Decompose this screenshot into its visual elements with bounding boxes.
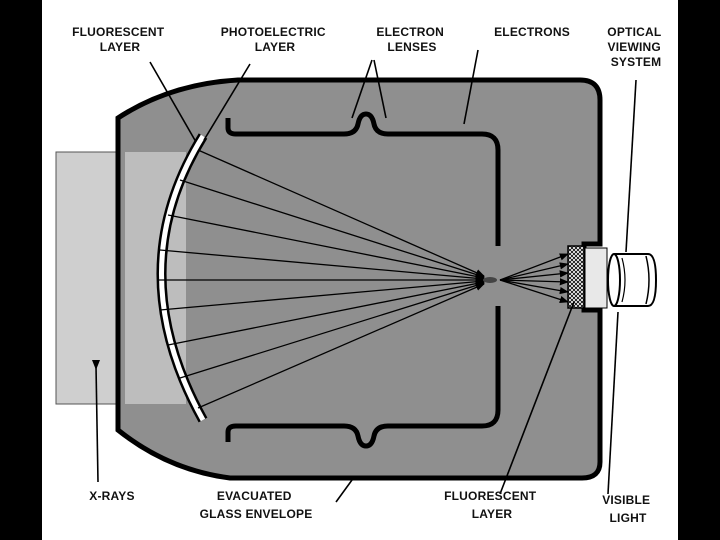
- fluorescent-layer-curve: [159, 134, 206, 422]
- output-fluorescent-screen: [567, 245, 585, 309]
- electron-paths: [158, 149, 485, 409]
- label-evacuated-glass-envelope: EVACUATED GLASS ENVELOPE: [200, 489, 313, 521]
- optical-viewing-lens: [607, 253, 658, 307]
- label-x-rays: X-RAYS: [89, 489, 134, 503]
- electron-lens-upper: [225, 111, 501, 246]
- label-fluorescent-layer-bottom: FLUORESCENT LAYER: [444, 489, 540, 521]
- label-fluorescent-layer-top: FLUORESCENT LAYER: [72, 25, 168, 54]
- label-photoelectric-layer: PHOTOELECTRIC LAYER: [221, 25, 330, 54]
- label-electrons: ELECTRONS: [494, 25, 570, 39]
- optical-viewing-window: [584, 247, 608, 309]
- electron-paths-diverging: [499, 253, 569, 303]
- label-visible-light: VISIBLE LIGHT: [602, 493, 654, 525]
- crossover-point: [483, 277, 497, 283]
- label-optical-viewing-system: OPTICAL VIEWING SYSTEM: [607, 25, 664, 69]
- glass-envelope: [115, 77, 603, 481]
- electron-lens-lower: [225, 306, 501, 449]
- leader-lines: [95, 49, 637, 503]
- xray-arrowhead: [92, 360, 100, 370]
- label-electron-lenses: ELECTRON LENSES: [376, 25, 447, 54]
